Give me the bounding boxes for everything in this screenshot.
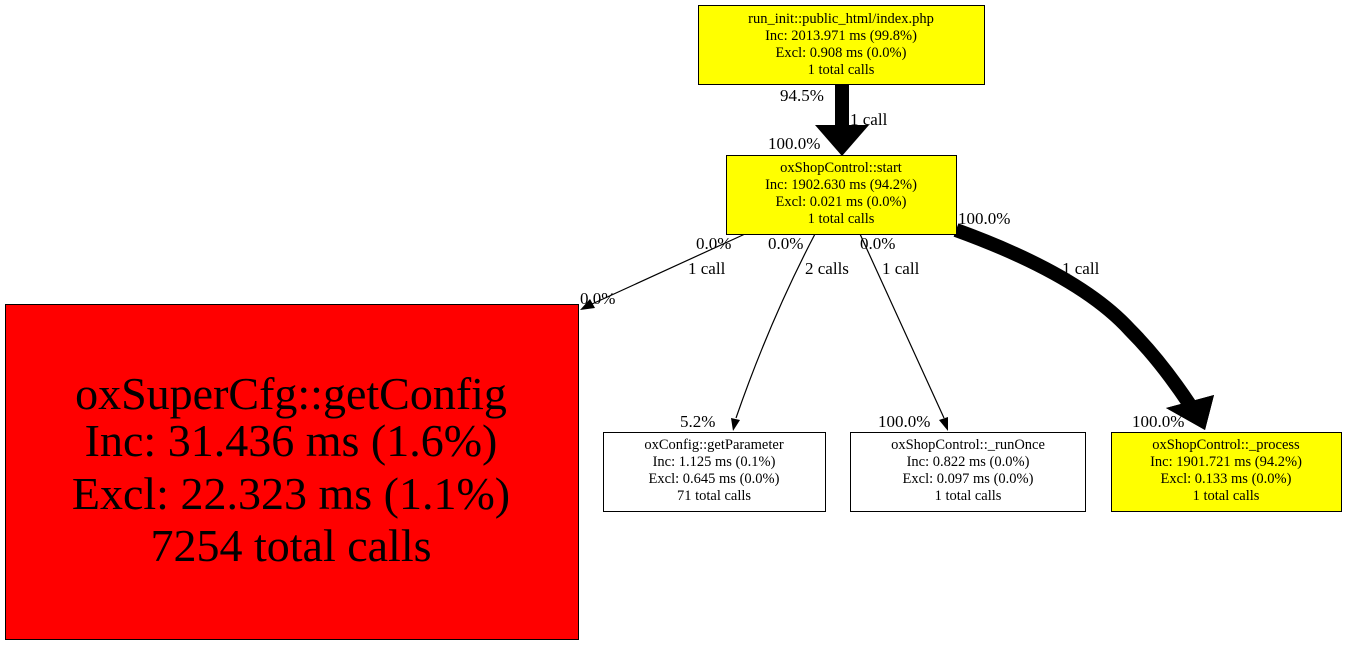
edge-root-start-label: 1 call (850, 110, 888, 129)
node-name: oxConfig::getParameter (644, 437, 783, 453)
edge-runonce-tail: 0.0% (860, 234, 895, 253)
node-excl: Excl: 0.021 ms (0.0%) (776, 194, 907, 210)
edge-getconfig-tail: 0.0% (696, 234, 731, 253)
node-excl: Excl: 0.908 ms (0.0%) (776, 45, 907, 61)
node-calls: 1 total calls (1193, 488, 1260, 504)
node-inc: Inc: 1.125 ms (0.1%) (653, 454, 776, 470)
node-inc: Inc: 1902.630 ms (94.2%) (765, 177, 917, 193)
node-inc: Inc: 0.822 ms (0.0%) (907, 454, 1030, 470)
node-name: run_init::public_html/index.php (748, 11, 934, 27)
node-name: oxSuperCfg::getConfig (75, 368, 507, 419)
edge-runonce-label: 1 call (882, 259, 920, 278)
node-calls: 7254 total calls (150, 520, 431, 571)
node-runonce[interactable]: oxShopControl::_runOnce Inc: 0.822 ms (0… (850, 432, 1086, 512)
edge-runonce-head: 100.0% (878, 412, 930, 431)
edge-getconfig-label: 1 call (688, 259, 726, 278)
node-name: oxShopControl::_runOnce (891, 437, 1045, 453)
node-inc: Inc: 2013.971 ms (99.8%) (765, 28, 917, 44)
node-getconfig[interactable]: oxSuperCfg::getConfig Inc: 31.436 ms (1.… (5, 304, 579, 640)
edge-labels: 94.5% 1 call 100.0% 0.0% 1 call 0.0% 0.0… (580, 86, 1184, 431)
node-excl: Excl: 0.133 ms (0.0%) (1161, 471, 1292, 487)
node-calls: 1 total calls (808, 211, 875, 227)
node-excl: Excl: 22.323 ms (1.1%) (72, 468, 510, 519)
edges (580, 84, 1214, 431)
edge-process-label: 1 call (1062, 259, 1100, 278)
node-root[interactable]: run_init::public_html/index.php Inc: 201… (698, 5, 985, 85)
node-name: oxShopControl::start (780, 160, 902, 176)
node-calls: 1 total calls (808, 62, 875, 78)
node-inc: Inc: 1901.721 ms (94.2%) (1150, 454, 1302, 470)
node-calls: 71 total calls (677, 488, 751, 504)
node-process[interactable]: oxShopControl::_process Inc: 1901.721 ms… (1111, 432, 1342, 512)
edge-process-head: 100.0% (1132, 412, 1184, 431)
edge-root-to-start (815, 84, 869, 156)
node-excl: Excl: 0.097 ms (0.0%) (903, 471, 1034, 487)
process-arrowhead (1166, 395, 1214, 430)
node-calls: 1 total calls (935, 488, 1002, 504)
node-name: oxShopControl::_process (1152, 437, 1300, 453)
edge-getparameter-head: 5.2% (680, 412, 715, 431)
edge-root-start-tail: 94.5% (780, 86, 824, 105)
node-inc: Inc: 31.436 ms (1.6%) (85, 415, 498, 466)
node-excl: Excl: 0.645 ms (0.0%) (649, 471, 780, 487)
edge-process-tail: 100.0% (958, 209, 1010, 228)
edge-start-to-runonce (859, 233, 948, 431)
edge-start-to-getconfig (580, 233, 746, 310)
edge-root-start-head: 100.0% (768, 134, 820, 153)
node-getparameter[interactable]: oxConfig::getParameter Inc: 1.125 ms (0.… (603, 432, 826, 512)
edge-getparameter-tail: 0.0% (768, 234, 803, 253)
edge-start-to-getparameter (731, 233, 816, 431)
node-start[interactable]: oxShopControl::start Inc: 1902.630 ms (9… (726, 155, 957, 235)
edge-getparameter-label: 2 calls (805, 259, 849, 278)
